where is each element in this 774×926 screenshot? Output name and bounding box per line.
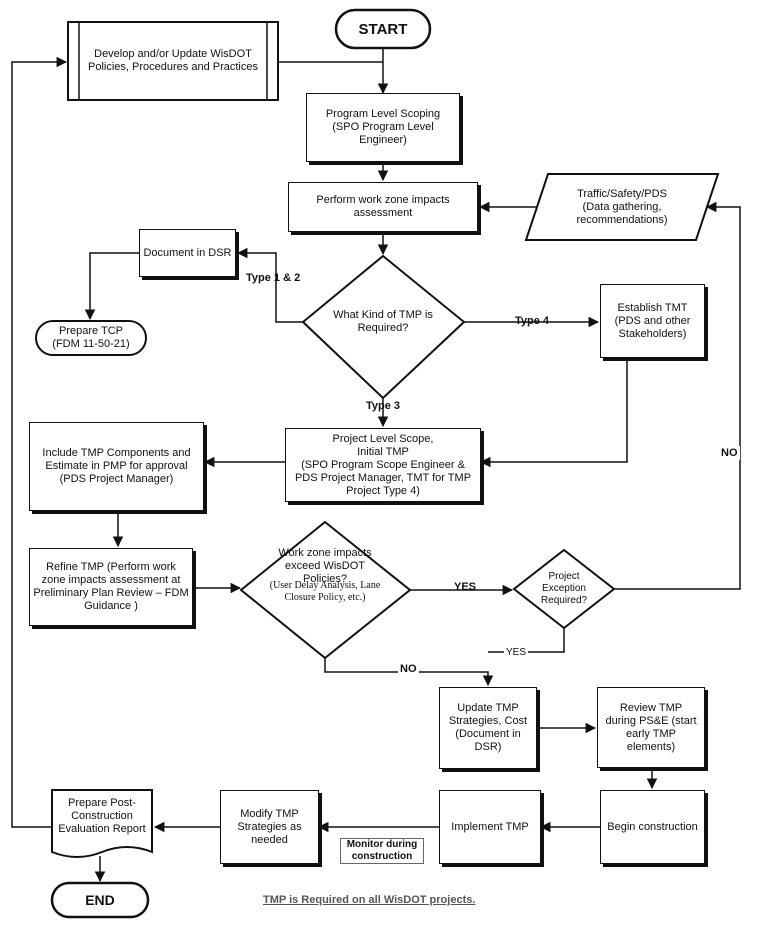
edge-document-to-tcp bbox=[84, 252, 139, 321]
refine-tmp-box: Refine TMP (Perform work zone impacts as… bbox=[29, 548, 193, 626]
prepare-report-shape bbox=[51, 789, 153, 858]
project-exception-label: Project Exception Required? bbox=[540, 571, 588, 606]
edge-label-no-exception: NO bbox=[719, 446, 740, 460]
edge-label-type3: Type 3 bbox=[366, 400, 401, 412]
edge-label-yes-exceed: YES bbox=[454, 581, 477, 593]
work-zone-exceed-note: (User Delay Analysis, Lane Closure Polic… bbox=[269, 580, 381, 603]
prepare-tcp-label: Prepare TCP (FDM 11-50-21) bbox=[52, 325, 130, 350]
update-tmp-box: Update TMP Strategies, Cost (Document in… bbox=[439, 687, 537, 769]
edge-label-type4: Type 4 bbox=[515, 315, 550, 327]
document-dsr-box: Document in DSR bbox=[139, 229, 236, 277]
edge-label-yes-exception: YES bbox=[504, 647, 529, 658]
end-terminal-shape bbox=[50, 881, 150, 919]
implement-tmp-box: Implement TMP bbox=[439, 790, 541, 864]
edge-label-type12: Type 1 & 2 bbox=[246, 272, 301, 284]
monitor-construction-note: Monitor during construction bbox=[340, 838, 424, 864]
footnote: TMP is Required on all WisDOT projects. bbox=[263, 894, 476, 906]
begin-construction-box: Begin construction bbox=[600, 790, 705, 864]
work-zone-exceed-label: Work zone impacts exceed WisDOT Policies… bbox=[278, 546, 372, 585]
end-terminal: END bbox=[85, 891, 115, 908]
edge-diamond-to-document-dsr bbox=[236, 247, 303, 323]
edge-exception-no bbox=[614, 201, 741, 590]
perform-assessment-box: Perform work zone impacts assessment bbox=[288, 182, 478, 232]
edge-report-to-develop bbox=[11, 56, 68, 828]
include-tmp-box: Include TMP Components and Estimate in P… bbox=[29, 422, 204, 511]
prepare-tcp-shape bbox=[35, 320, 147, 356]
edge-tmt-to-project-scope bbox=[479, 358, 628, 468]
prepare-report-label: Prepare Post- Construction Evaluation Re… bbox=[58, 796, 146, 835]
edge-label-no-exceed: NO bbox=[398, 663, 419, 675]
review-tmp-box: Review TMP during PS&E (start early TMP … bbox=[597, 687, 705, 768]
what-kind-tmp-label: What Kind of TMP is Required? bbox=[333, 309, 433, 334]
project-level-scope-box: Project Level Scope, Initial TMP (SPO Pr… bbox=[285, 428, 481, 502]
develop-policies-shape bbox=[67, 21, 279, 101]
traffic-safety-shape bbox=[524, 173, 720, 241]
start-terminal: START bbox=[358, 20, 408, 38]
modify-tmp-box: Modify TMP Strategies as needed bbox=[220, 790, 319, 864]
develop-policies-label: Develop and/or Update WisDOT Policies, P… bbox=[88, 48, 258, 73]
establish-tmt-box: Establish TMT (PDS and other Stakeholder… bbox=[600, 284, 705, 358]
program-scoping-box: Program Level Scoping (SPO Program Level… bbox=[306, 93, 460, 162]
traffic-safety-label: Traffic/Safety/PDS (Data gathering, reco… bbox=[576, 187, 668, 226]
